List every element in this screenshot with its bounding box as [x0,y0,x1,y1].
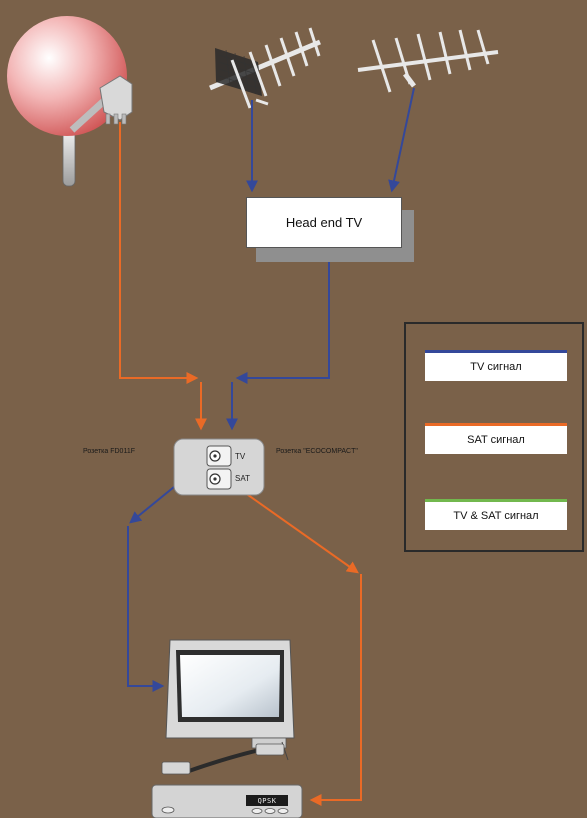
legend-item-tv-sat: TV & SAT сигнал [425,499,567,530]
outlet-right-label: Розетка "ECOCOMPACT" [276,448,358,455]
yagi-antenna-icon [357,29,499,93]
legend-item-tv: TV сигнал [425,350,567,381]
wall-outlet-icon [173,438,265,496]
legend-item-sat: SAT сигнал [425,423,567,454]
legend-item-tv-label: TV сигнал [470,361,522,373]
head-end-box: Head end TV [246,197,402,248]
head-end-label: Head end TV [285,215,363,230]
tv-icon [165,639,295,761]
satellite-dish-icon [7,16,133,187]
outlet-left-label: Розетка FD011F [83,448,135,455]
legend-item-tv-sat-label: TV & SAT сигнал [453,510,539,522]
receiver-icon [151,743,303,818]
legend-item-sat-label: SAT сигнал [467,434,525,446]
legend: TV сигнал SAT сигнал TV & SAT сигнал [404,322,584,552]
tv-signal-lines [127,87,415,692]
outlet-tv-port-label: TV [235,452,246,461]
log-periodic-antenna-icon [209,27,321,109]
outlet-sat-port-label: SAT [235,474,250,483]
receiver-display: QPSK [246,795,288,806]
